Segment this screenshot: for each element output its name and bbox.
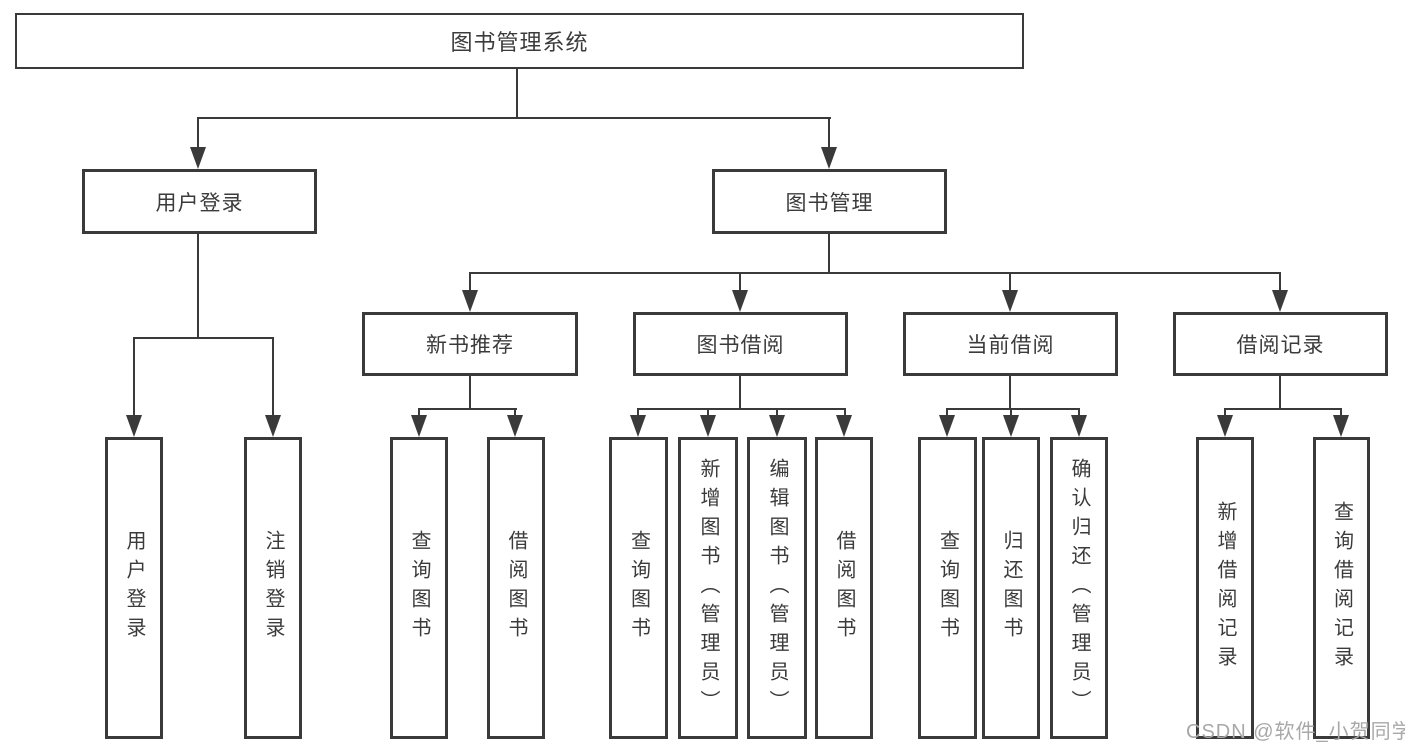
leaf-edit-books-admin: 编辑图书（管理员） [747,437,807,739]
arrowhead-down-icon [507,415,523,437]
csdn-watermark: CSDN @软件_小贺同学 [1186,721,1405,743]
arrowhead-down-icon [821,147,837,169]
connector-stub [776,408,778,418]
connector-current-borrow-rail [946,408,1080,410]
connector-book-management-rail [469,272,1281,274]
connector-book-management-stem [828,234,830,272]
arrowhead-down-icon [1272,290,1288,312]
connector-stub [1279,272,1281,292]
leaf-label: 新增借阅记录 [1214,501,1236,675]
connector-root-rail [197,117,831,119]
arrowhead-down-icon [836,415,852,437]
connector-stub [707,408,709,418]
leaf-return-books: 归还图书 [982,437,1040,739]
leaf-borrow-books-recommend: 借阅图书 [487,437,545,739]
arrowhead-down-icon [411,415,427,437]
arrowhead-down-icon [630,415,646,437]
connector-borrow-records-rail [1224,408,1342,410]
leaf-label: 注销登录 [262,530,284,646]
node-book-borrow: 图书借阅 [633,312,848,376]
leaf-add-books-admin: 新增图书（管理员） [678,437,738,739]
arrowhead-down-icon [190,147,206,169]
leaf-query-books-borrow: 查询图书 [609,437,668,739]
connector-stub [272,337,274,417]
leaf-query-books-recommend: 查询图书 [390,437,448,739]
leaf-label: 借阅图书 [833,530,855,646]
arrowhead-down-icon [1071,415,1087,437]
node-book-borrow-label: 图书借阅 [696,334,785,357]
leaf-label: 查询借阅记录 [1330,501,1353,675]
connector-stub [1078,408,1080,418]
leaf-label: 编辑图书（管理员） [766,457,788,719]
connector-user-login-stem [197,234,199,337]
leaf-borrow-books: 借阅图书 [815,437,873,739]
connector-stub [637,408,639,418]
connector-stub [1224,408,1226,418]
arrowhead-down-icon [462,290,478,312]
connector-book-borrow-rail [637,408,846,410]
node-borrow-records-label: 借阅记录 [1236,334,1325,357]
node-book-management-label: 图书管理 [785,191,874,215]
connector-stub [828,117,830,149]
leaf-query-borrow-record: 查询借阅记录 [1313,437,1370,739]
arrowhead-down-icon [1003,415,1019,437]
connector-stub [1010,408,1012,418]
leaf-label: 归还图书 [1000,530,1022,646]
leaf-label: 查询图书 [936,530,959,646]
arrowhead-down-icon [700,415,716,437]
leaf-label: 用户登录 [123,530,145,646]
leaf-label: 查询图书 [408,530,430,646]
connector-stub [1340,408,1342,418]
arrowhead-down-icon [732,290,748,312]
connector-borrow-records-stem [1279,376,1281,408]
node-current-borrow-label: 当前借阅 [966,334,1055,357]
node-new-book-recommend-label: 新书推荐 [426,334,514,357]
leaf-query-books-current: 查询图书 [918,437,977,739]
node-new-book-recommend: 新书推荐 [362,312,578,376]
arrowhead-down-icon [1002,290,1018,312]
node-root: 图书管理系统 [15,13,1024,69]
leaf-confirm-return-admin: 确认归还（管理员） [1050,437,1108,739]
connector-stub [844,408,846,418]
connector-stub [133,337,135,417]
leaf-add-borrow-record: 新增借阅记录 [1196,437,1254,739]
node-user-login: 用户登录 [82,169,317,234]
leaf-label: 新增图书（管理员） [697,457,719,719]
connector-stub [418,408,420,418]
connector-current-borrow-stem [1009,376,1011,408]
arrowhead-down-icon [769,415,785,437]
arrowhead-down-icon [939,415,955,437]
node-root-label: 图书管理系统 [450,30,589,55]
connector-stub [946,408,948,418]
connector-new-book-rail [418,408,517,410]
arrowhead-down-icon [1217,415,1233,437]
leaf-label: 借阅图书 [505,530,527,646]
arrowhead-down-icon [265,415,281,437]
connector-stub [197,117,199,149]
node-current-borrow: 当前借阅 [903,312,1118,376]
connector-stub [469,272,471,292]
leaf-label: 确认归还（管理员） [1068,457,1090,719]
leaf-label: 查询图书 [627,530,650,646]
connector-stub [1009,272,1011,292]
leaf-user-login: 用户登录 [105,437,163,739]
leaf-logout: 注销登录 [244,437,302,739]
connector-book-borrow-stem [739,376,741,408]
node-book-management: 图书管理 [712,169,947,234]
node-borrow-records: 借阅记录 [1173,312,1388,376]
connector-stub [514,408,516,418]
arrowhead-down-icon [126,415,142,437]
connector-stub [739,272,741,292]
connector-user-login-rail [133,337,274,339]
arrowhead-down-icon [1333,415,1349,437]
connector-new-book-stem [469,376,471,408]
node-user-login-label: 用户登录 [155,191,244,215]
connector-root-stem [516,69,518,117]
